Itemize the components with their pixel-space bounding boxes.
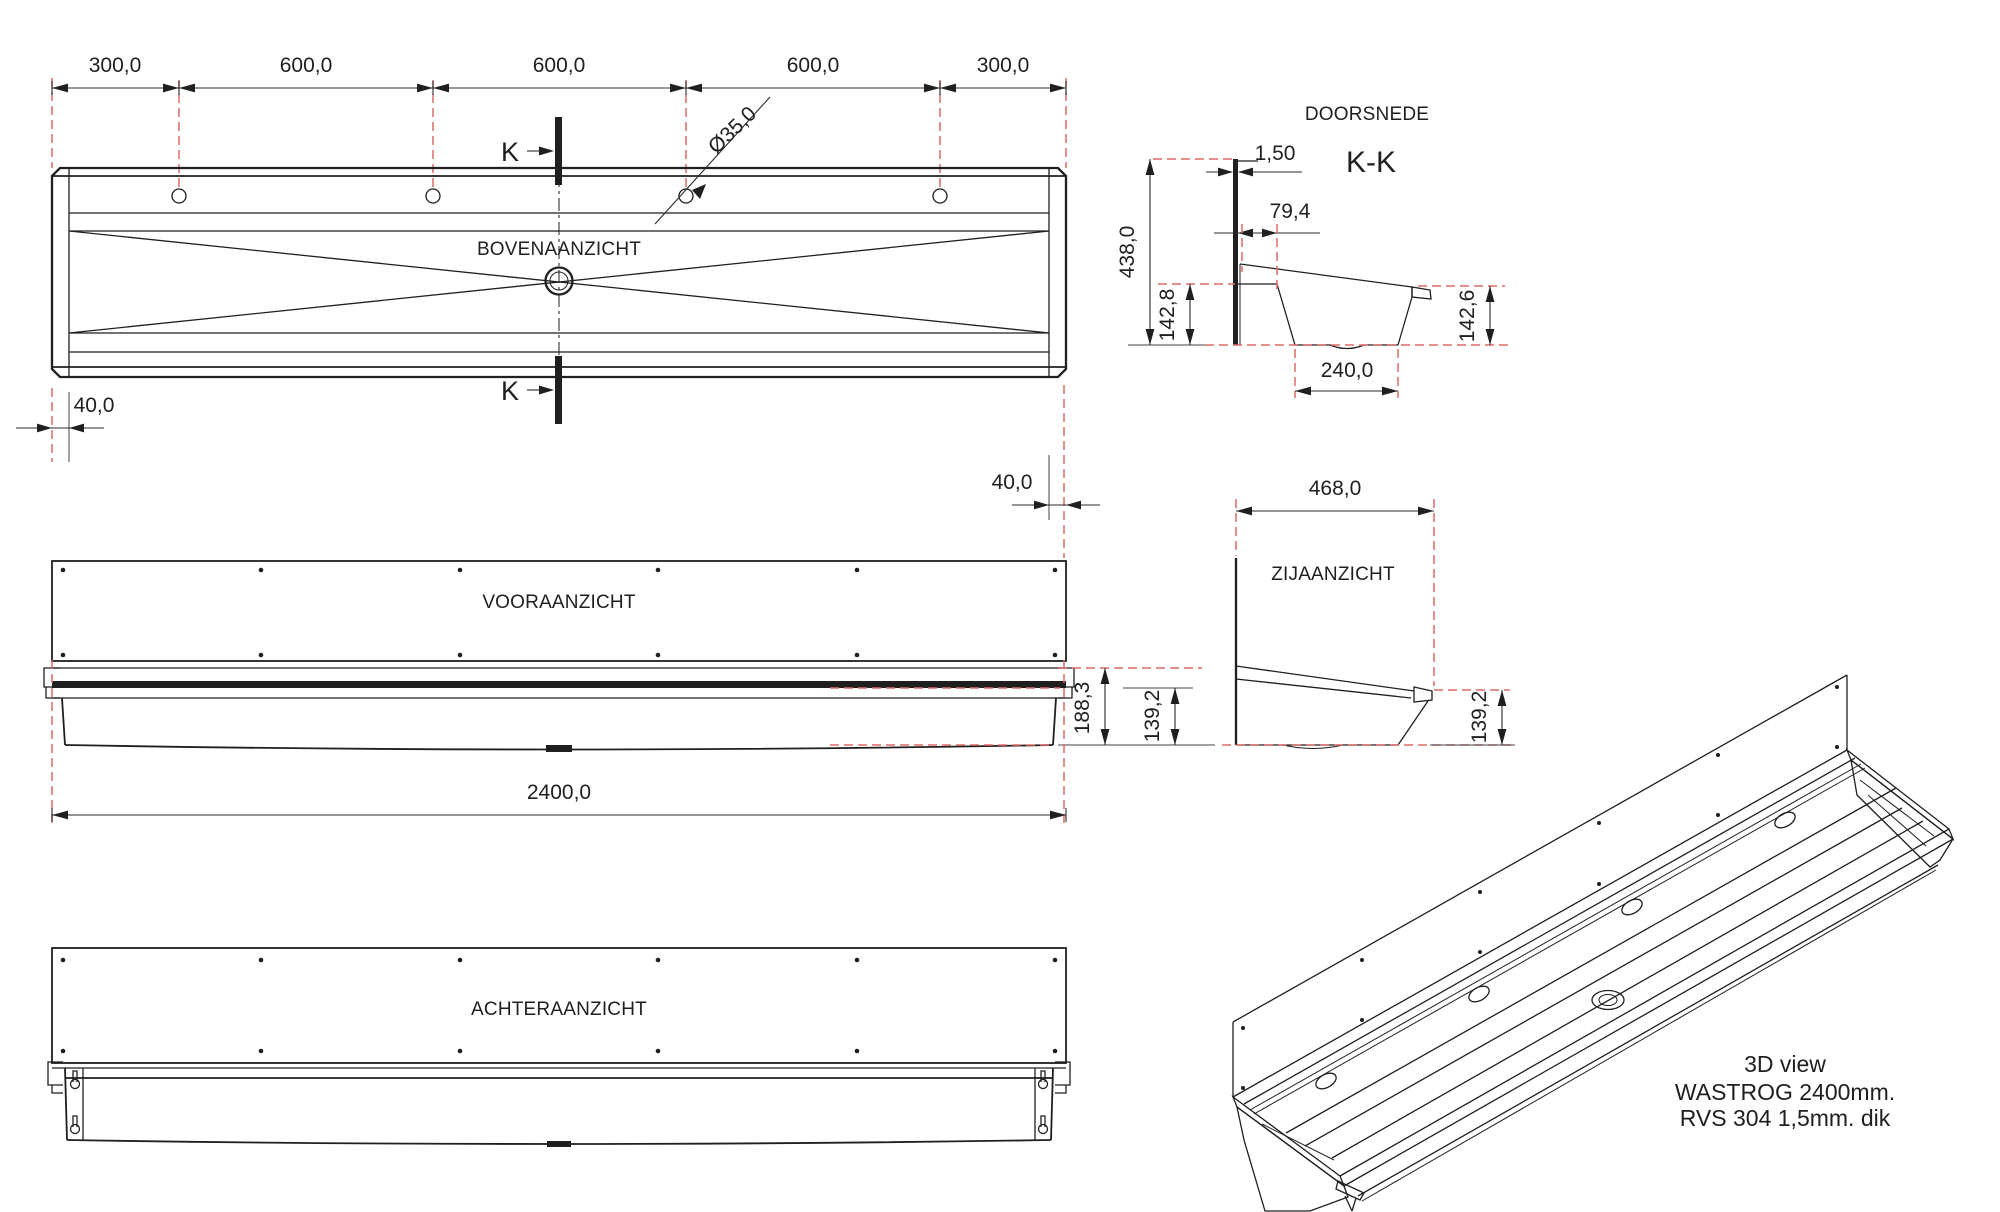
back-rim — [47, 1061, 1071, 1140]
top-view: 300,0 600,0 600,0 600,0 300,0 — [16, 54, 1068, 558]
back-trough — [64, 1067, 1054, 1147]
dim-depth-total: 468,0 — [1309, 477, 1362, 500]
section-letter-bottom: K — [501, 376, 519, 406]
three-d-view: 3D view WASTROG 2400mm. RVS 304 1,5mm. d… — [1231, 674, 1955, 1212]
tap-holes-top — [171, 188, 948, 204]
dim-segment-1: 300,0 — [89, 54, 142, 77]
hole-diameter-leader: Ø35,0 — [654, 96, 771, 225]
front-view: VOORAANZICHT 188,3 139,2 — [43, 455, 1215, 827]
3d-caption: 3D view WASTROG 2400mm. RVS 304 1,5mm. d… — [1675, 1051, 1895, 1131]
top-view-label: BOVENAANZICHT — [477, 239, 641, 260]
dim-height-front: 139,2 — [1141, 690, 1164, 743]
section-view: DOORSNEDE K-K 438,0 — [1116, 104, 1508, 398]
dim-segment-3: 600,0 — [533, 54, 586, 77]
front-view-label: VOORAANZICHT — [482, 592, 636, 613]
dim-segment-4: 600,0 — [787, 54, 840, 77]
3d-front-rim — [1339, 828, 1954, 1202]
dim-ledge-width: 79,4 — [1270, 200, 1311, 223]
dimension-ticks — [51, 81, 1067, 95]
front-rivets — [60, 567, 1058, 658]
side-dims-right: 139,2 — [1222, 689, 1515, 746]
3d-near-end — [1231, 1095, 1365, 1212]
dim-offset-right: 40,0 — [992, 471, 1033, 494]
3d-panel-rivets — [1241, 685, 1839, 1090]
3d-back-panel — [1232, 674, 1848, 1098]
section-profile — [1233, 159, 1432, 350]
dim-total-length: 2400,0 — [527, 781, 591, 804]
total-length-dim: 2400,0 — [51, 660, 1067, 827]
3d-far-end — [1845, 748, 1955, 868]
side-view-label: ZIJAANZICHT — [1271, 564, 1395, 585]
dim-depth-right: 142,6 — [1456, 290, 1479, 343]
3d-tap-holes — [1315, 811, 1796, 1090]
top-view-body — [50, 150, 1068, 400]
section-title: DOORSNEDE — [1305, 104, 1429, 125]
dim-hole-diameter: Ø35,0 — [704, 102, 761, 158]
dim-section-height: 438,0 — [1116, 226, 1139, 279]
dim-depth-left: 142,8 — [1156, 289, 1179, 342]
front-trough — [61, 697, 1057, 752]
offset-dim-left: 40,0 — [16, 392, 114, 462]
3d-deck — [1243, 757, 1897, 1134]
back-view: ACHTERAANZICHT — [47, 947, 1071, 1147]
dim-bottom-width: 240,0 — [1321, 359, 1374, 382]
dim-side-height-front: 139,2 — [1468, 691, 1491, 744]
3d-drain — [1591, 989, 1625, 1011]
section-marker-bottom: K — [501, 356, 562, 424]
dim-segment-5: 300,0 — [977, 54, 1030, 77]
3d-caption-line2: WASTROG 2400mm. — [1675, 1079, 1895, 1105]
3d-caption-line3: RVS 304 1,5mm. dik — [1680, 1105, 1891, 1131]
section-marker-top: K — [501, 117, 562, 185]
dim-segment-2: 600,0 — [280, 54, 333, 77]
section-name: K-K — [1346, 146, 1396, 179]
dim-height-back: 188,3 — [1071, 682, 1094, 735]
3d-caption-line1: 3D view — [1744, 1051, 1826, 1077]
front-dims: 188,3 139,2 40,0 — [830, 455, 1215, 746]
keyhole-slots — [69, 1070, 1049, 1135]
back-view-label: ACHTERAANZICHT — [471, 999, 647, 1020]
top-chain-dimension: 300,0 600,0 600,0 600,0 300,0 — [51, 54, 1067, 95]
section-dims: 438,0 1,50 79,4 142,8 142,6 — [1116, 142, 1508, 398]
back-rivets — [60, 957, 1058, 1054]
section-letter-top: K — [501, 137, 519, 167]
side-dims-top: 468,0 — [1235, 477, 1435, 686]
front-rim — [43, 667, 1075, 699]
side-view: 468,0 ZIJAANZICHT 139,2 — [1222, 477, 1515, 749]
3d-basin — [1304, 807, 1924, 1159]
side-profile — [1234, 558, 1433, 749]
dim-wall-thickness: 1,50 — [1255, 142, 1296, 165]
dim-offset-left: 40,0 — [74, 394, 115, 417]
